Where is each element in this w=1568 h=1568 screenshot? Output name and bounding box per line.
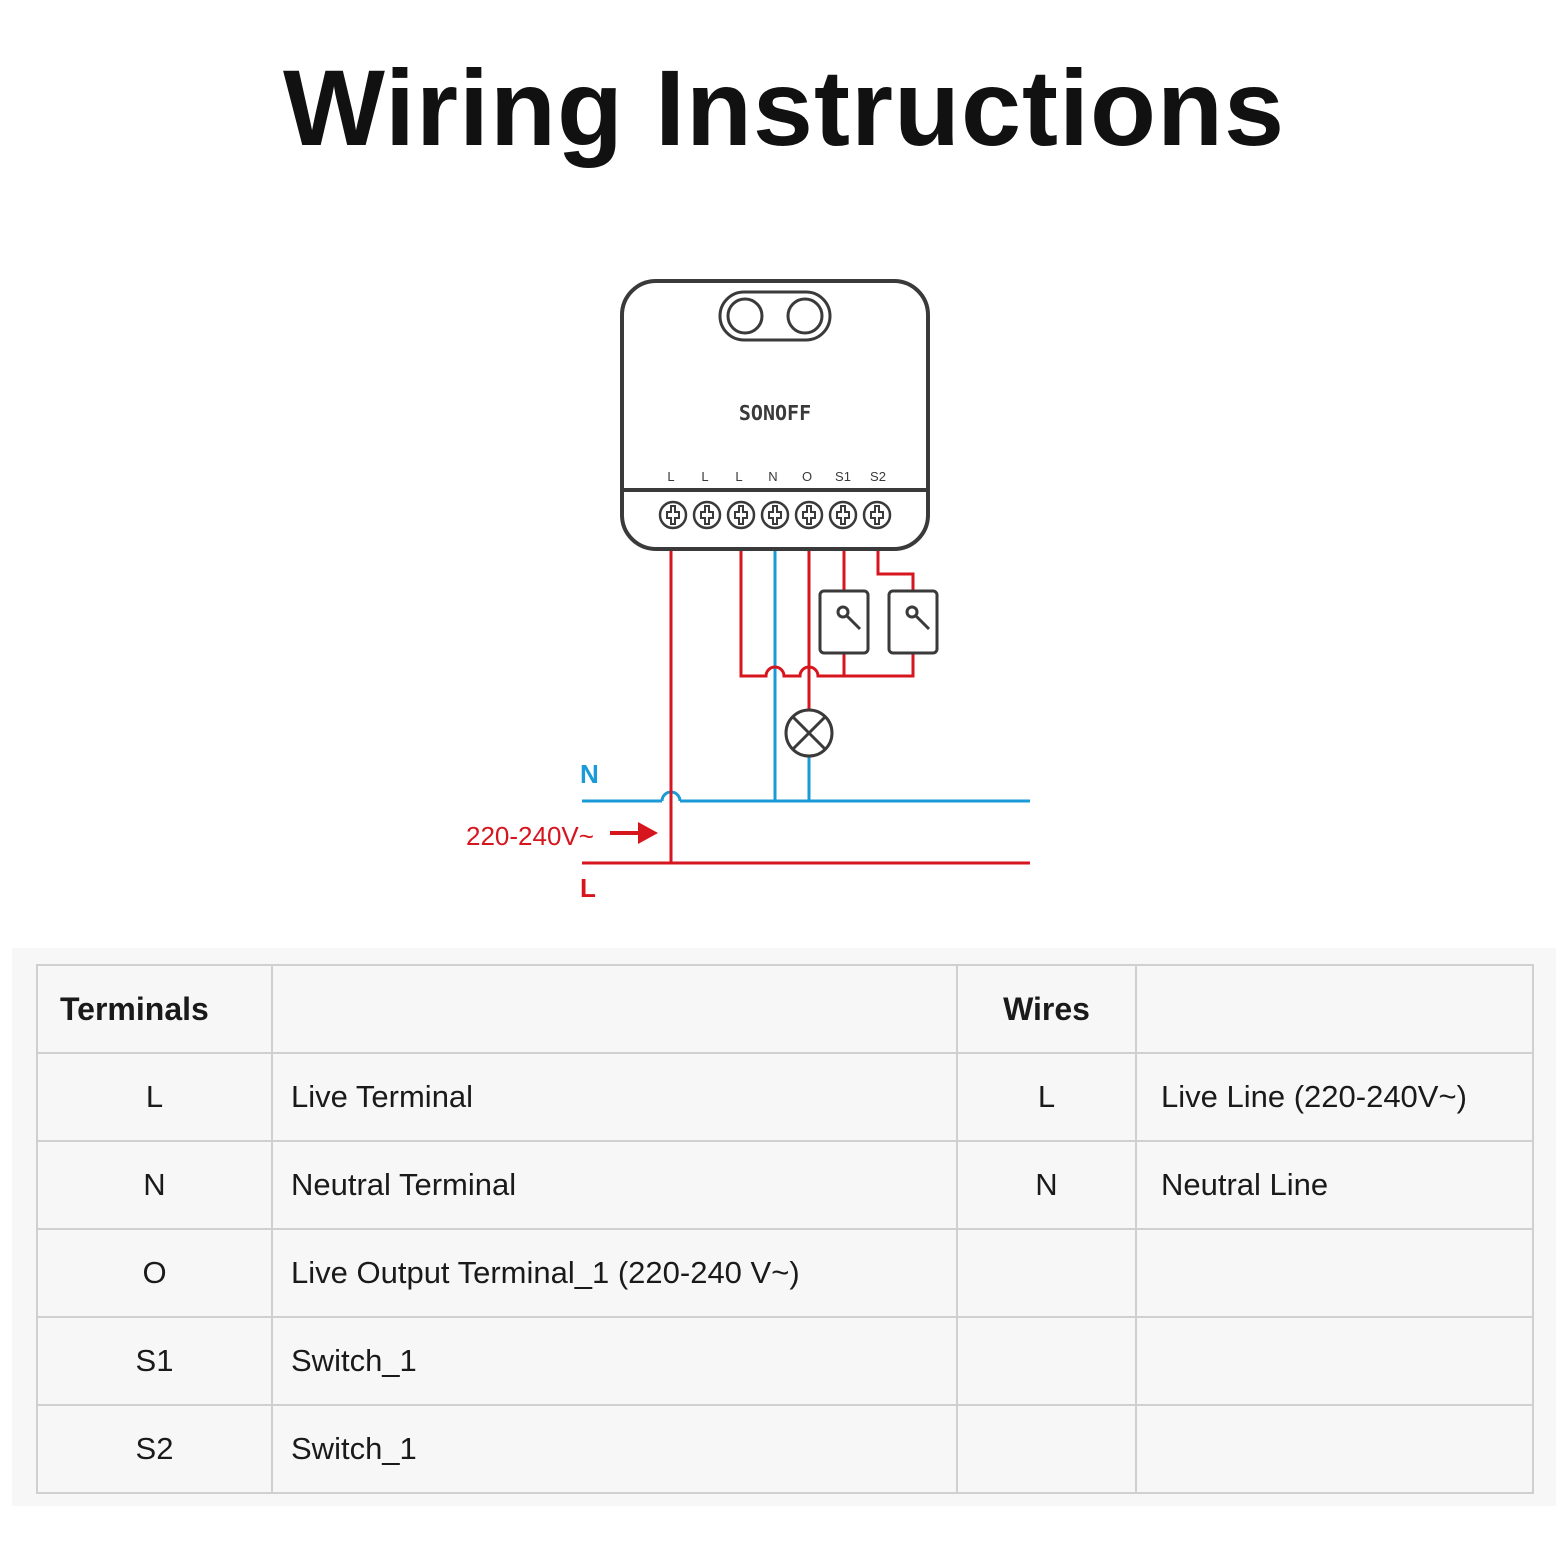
table-row: L Live Terminal L Live Line (220-240V~): [36, 1052, 1534, 1142]
button-left-icon: [726, 297, 764, 335]
wire-description-cell: Live Line (220-240V~): [1135, 1052, 1534, 1142]
table-row: S2 Switch_1: [36, 1404, 1534, 1494]
voltage-label: 220-240V~: [466, 821, 594, 851]
wire-cell: [956, 1316, 1137, 1406]
header-terminals: Terminals: [36, 964, 273, 1054]
header-blank-2: [1135, 964, 1534, 1054]
page-title: Wiring Instructions: [282, 47, 1286, 168]
terminal-screws: [658, 500, 892, 530]
brand-logo: SONOFF: [739, 401, 811, 425]
switch-1-icon: [818, 589, 870, 655]
s2-wire: [876, 540, 915, 592]
button-right-icon: [786, 297, 824, 335]
wire-description-cell: [1135, 1404, 1534, 1494]
terminal-label-s2: S2: [870, 469, 886, 484]
description-cell: Live Terminal: [271, 1052, 958, 1142]
wiring-table-panel: Terminals Wires L Live Terminal L Live L…: [12, 948, 1556, 1506]
neutral-label: N: [580, 759, 599, 789]
arrow-right-icon: [610, 822, 658, 844]
wiring-diagram: SONOFF L L L N O S1 S2 N L 220-240V~: [466, 279, 1030, 903]
terminal-label-s1: S1: [835, 469, 851, 484]
live-label: L: [580, 873, 596, 903]
terminal-label-l1: L: [667, 469, 674, 484]
terminal-cell: O: [36, 1228, 273, 1318]
terminal-cell: S2: [36, 1404, 273, 1494]
screw-icon: [726, 500, 756, 530]
terminal-cell: L: [36, 1052, 273, 1142]
wire-cell: [956, 1228, 1137, 1318]
switch-common-wire: [739, 540, 915, 678]
terminal-cell: S1: [36, 1316, 273, 1406]
screw-icon: [862, 500, 892, 530]
switch-2-icon: [887, 589, 939, 655]
terminal-label-n: N: [768, 469, 777, 484]
table-row: O Live Output Terminal_1 (220-240 V~): [36, 1228, 1534, 1318]
screw-icon: [794, 500, 824, 530]
screw-icon: [658, 500, 688, 530]
terminal-label-o: O: [802, 469, 812, 484]
description-cell: Switch_1: [271, 1316, 958, 1406]
wire-cell: N: [956, 1140, 1137, 1230]
terminal-label-l2: L: [701, 469, 708, 484]
wire-description-cell: [1135, 1316, 1534, 1406]
screw-icon: [760, 500, 790, 530]
wiring-table: Terminals Wires L Live Terminal L Live L…: [36, 964, 1534, 1494]
description-cell: Switch_1: [271, 1404, 958, 1494]
sonoff-device: SONOFF L L L N O S1 S2: [620, 279, 930, 551]
terminal-label-l3: L: [735, 469, 742, 484]
terminal-cell: N: [36, 1140, 273, 1230]
screw-icon: [828, 500, 858, 530]
table-row: N Neutral Terminal N Neutral Line: [36, 1140, 1534, 1230]
wire-cell: L: [956, 1052, 1137, 1142]
table-row: S1 Switch_1: [36, 1316, 1534, 1406]
description-cell: Neutral Terminal: [271, 1140, 958, 1230]
terminal-labels: L L L N O S1 S2: [667, 469, 886, 484]
lamp-icon: [784, 708, 834, 758]
wire-description-cell: Neutral Line: [1135, 1140, 1534, 1230]
wire-cell: [956, 1404, 1137, 1494]
header-blank-1: [271, 964, 958, 1054]
description-cell: Live Output Terminal_1 (220-240 V~): [271, 1228, 958, 1318]
table-header-row: Terminals Wires: [36, 964, 1534, 1054]
wire-description-cell: [1135, 1228, 1534, 1318]
screw-icon: [692, 500, 722, 530]
header-wires: Wires: [956, 964, 1137, 1054]
